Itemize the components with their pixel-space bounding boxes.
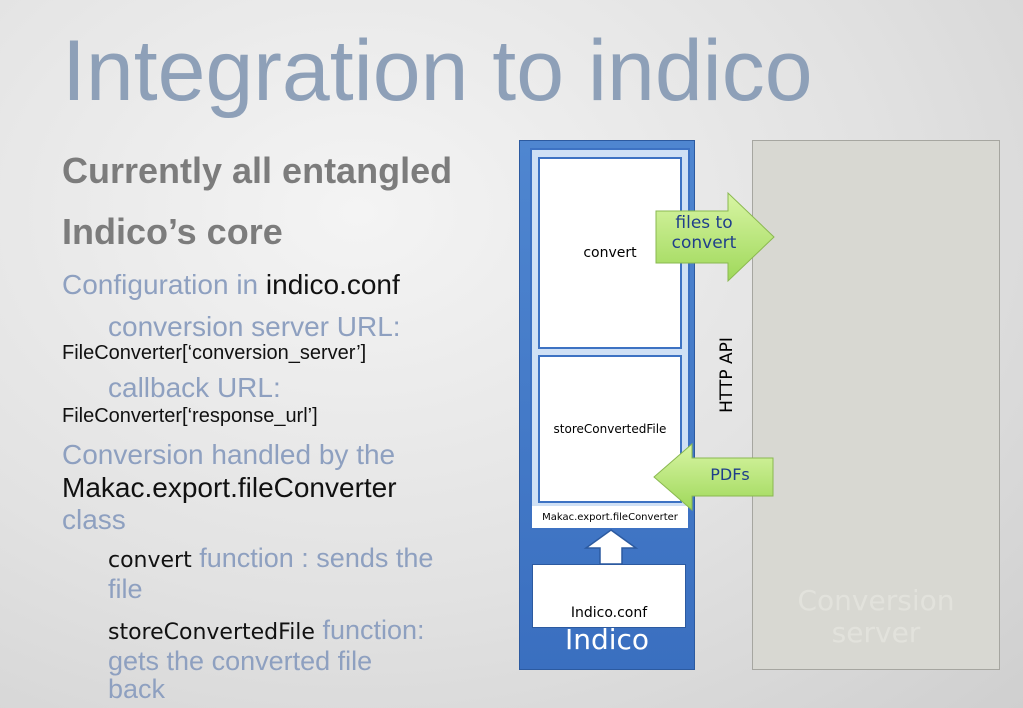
- store-name: storeConvertedFile: [108, 620, 315, 645]
- callback-label: callback URL:: [108, 372, 281, 403]
- config-prefix: Configuration in: [62, 269, 266, 300]
- http-api-text: HTTP API: [717, 337, 737, 413]
- convert-desc: function : sends the: [191, 543, 434, 573]
- config-line: Configuration in indico.conf: [62, 271, 400, 299]
- config-file: indico.conf: [265, 269, 400, 300]
- arrow-out-line-1: files to: [675, 213, 733, 233]
- callback-code: FileConverter[‘response_url’]: [62, 405, 318, 427]
- arrow-out-line-2: convert: [671, 233, 737, 254]
- server-url-code: FileConverter[‘conversion_server’]: [62, 342, 367, 364]
- store-line: storeConvertedFile function:: [108, 617, 425, 644]
- conversion-server-label: Conversion server: [752, 584, 1000, 650]
- module-label: Makac.export.fileConverter: [532, 506, 688, 528]
- server-url-label: conversion server URL:: [108, 311, 401, 342]
- handled-suffix: class: [62, 504, 126, 535]
- convert-line: convert function : sends the: [108, 545, 433, 572]
- heading-core: Indico’s core: [62, 211, 283, 252]
- indico-conf-box: Indico.conf: [532, 564, 686, 628]
- handled-prefix: Conversion handled by the: [62, 439, 396, 470]
- store-desc-3: back: [108, 674, 166, 704]
- indico-conf-label: Indico.conf: [570, 605, 648, 621]
- convert-desc-2: file: [108, 574, 143, 604]
- http-api-label: HTTP API: [702, 300, 752, 450]
- files-to-convert-label: files to convert: [656, 213, 752, 254]
- right-arrow-icon: [655, 191, 775, 283]
- store-desc-2: gets the converted file: [108, 646, 373, 676]
- server-label-line-2: server: [831, 616, 921, 650]
- conversion-server-box: [752, 140, 1000, 670]
- store-desc: function:: [314, 615, 425, 645]
- pdfs-label: PDFs: [710, 465, 750, 484]
- convert-box-label: convert: [583, 245, 637, 261]
- left-arrow-icon: [653, 442, 774, 512]
- store-box-label: storeConvertedFile: [553, 422, 667, 436]
- heading-entangled: Currently all entangled: [62, 150, 453, 191]
- page-title: Integration to indico: [62, 23, 813, 119]
- indico-label: Indico: [564, 623, 650, 656]
- server-label-line-1: Conversion: [797, 584, 955, 617]
- handled-class: Makac.export.fileConverter: [62, 472, 397, 503]
- up-arrow-icon: [583, 529, 639, 565]
- convert-name: convert: [108, 548, 192, 573]
